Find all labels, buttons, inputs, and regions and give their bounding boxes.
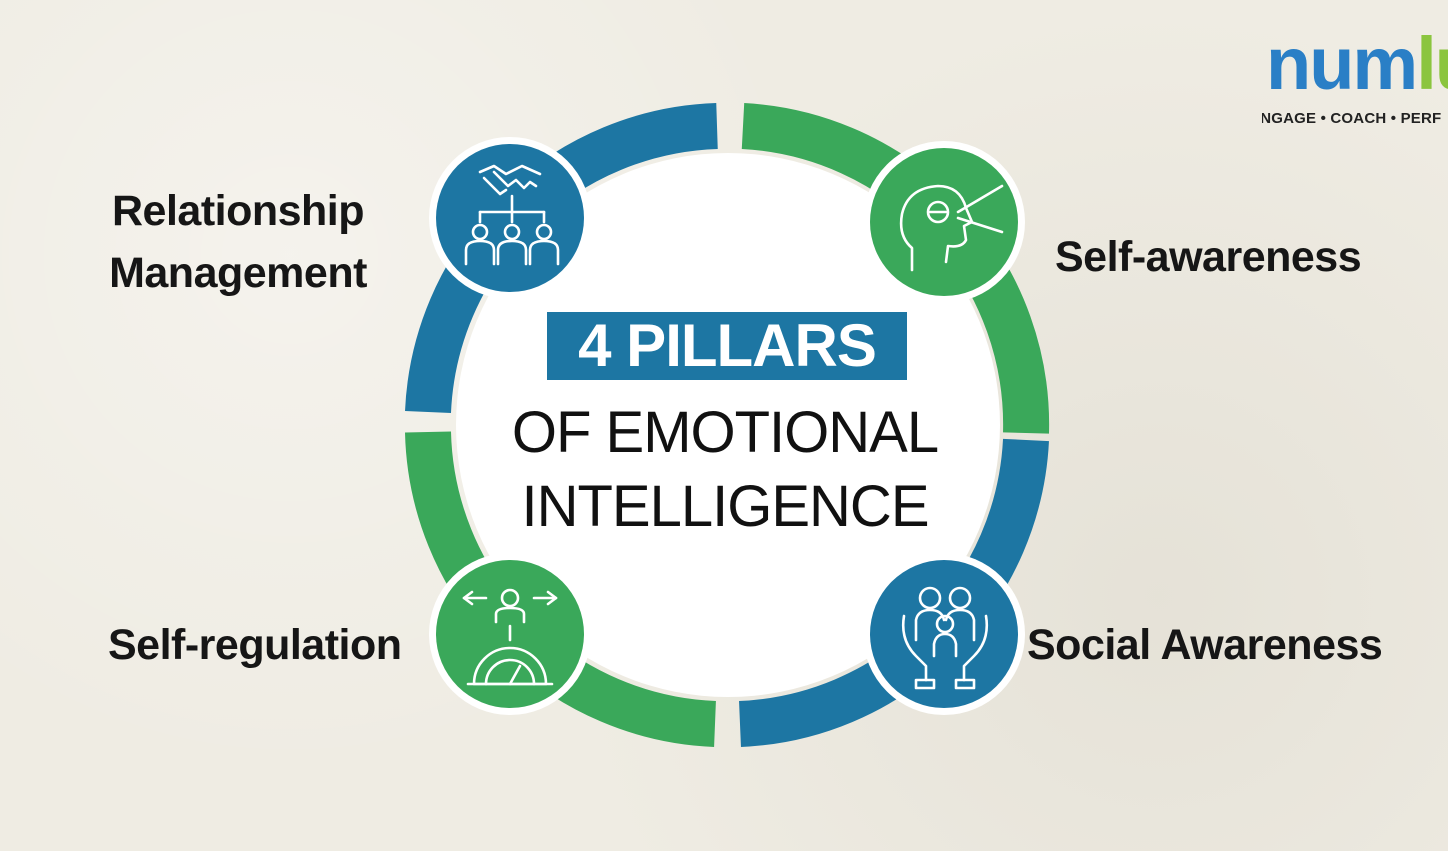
relationship-label-line2: Management xyxy=(109,249,367,297)
logo-tagline: ENGAGE • COACH • PERF xyxy=(1262,110,1442,127)
logo-word-main: num xyxy=(1266,30,1418,105)
family-hands-icon xyxy=(901,586,989,690)
relationship-icon-circle xyxy=(429,137,591,299)
logo-word-accent: lu xyxy=(1416,30,1448,105)
relationship-label-line1: Relationship xyxy=(111,187,365,235)
pillars-highlight-title: 4 PILLARS xyxy=(547,312,907,380)
self-regulation-icon-circle xyxy=(429,553,591,715)
center-disc xyxy=(456,153,1000,697)
self-awareness-label: Self-awareness xyxy=(1055,233,1362,281)
logo-wordmark: numlu xyxy=(1266,30,1448,104)
social-awareness-label: Social Awareness xyxy=(1027,621,1383,669)
relationship-management-label: Relationship Management xyxy=(92,180,384,304)
intelligence-title-line: INTELLIGENCE xyxy=(521,474,930,539)
person-gear-icon xyxy=(462,588,558,686)
emotional-title-line: OF EMOTIONAL xyxy=(511,400,939,465)
self-regulation-label: Self-regulation xyxy=(108,621,402,669)
self-awareness-icon-circle xyxy=(863,141,1025,303)
numly-logo: numlu ENGAGE • COACH • PERF xyxy=(1262,30,1448,140)
head-mind-icon xyxy=(899,184,1004,272)
social-awareness-icon-circle xyxy=(863,553,1025,715)
handshake-team-icon xyxy=(464,164,560,266)
